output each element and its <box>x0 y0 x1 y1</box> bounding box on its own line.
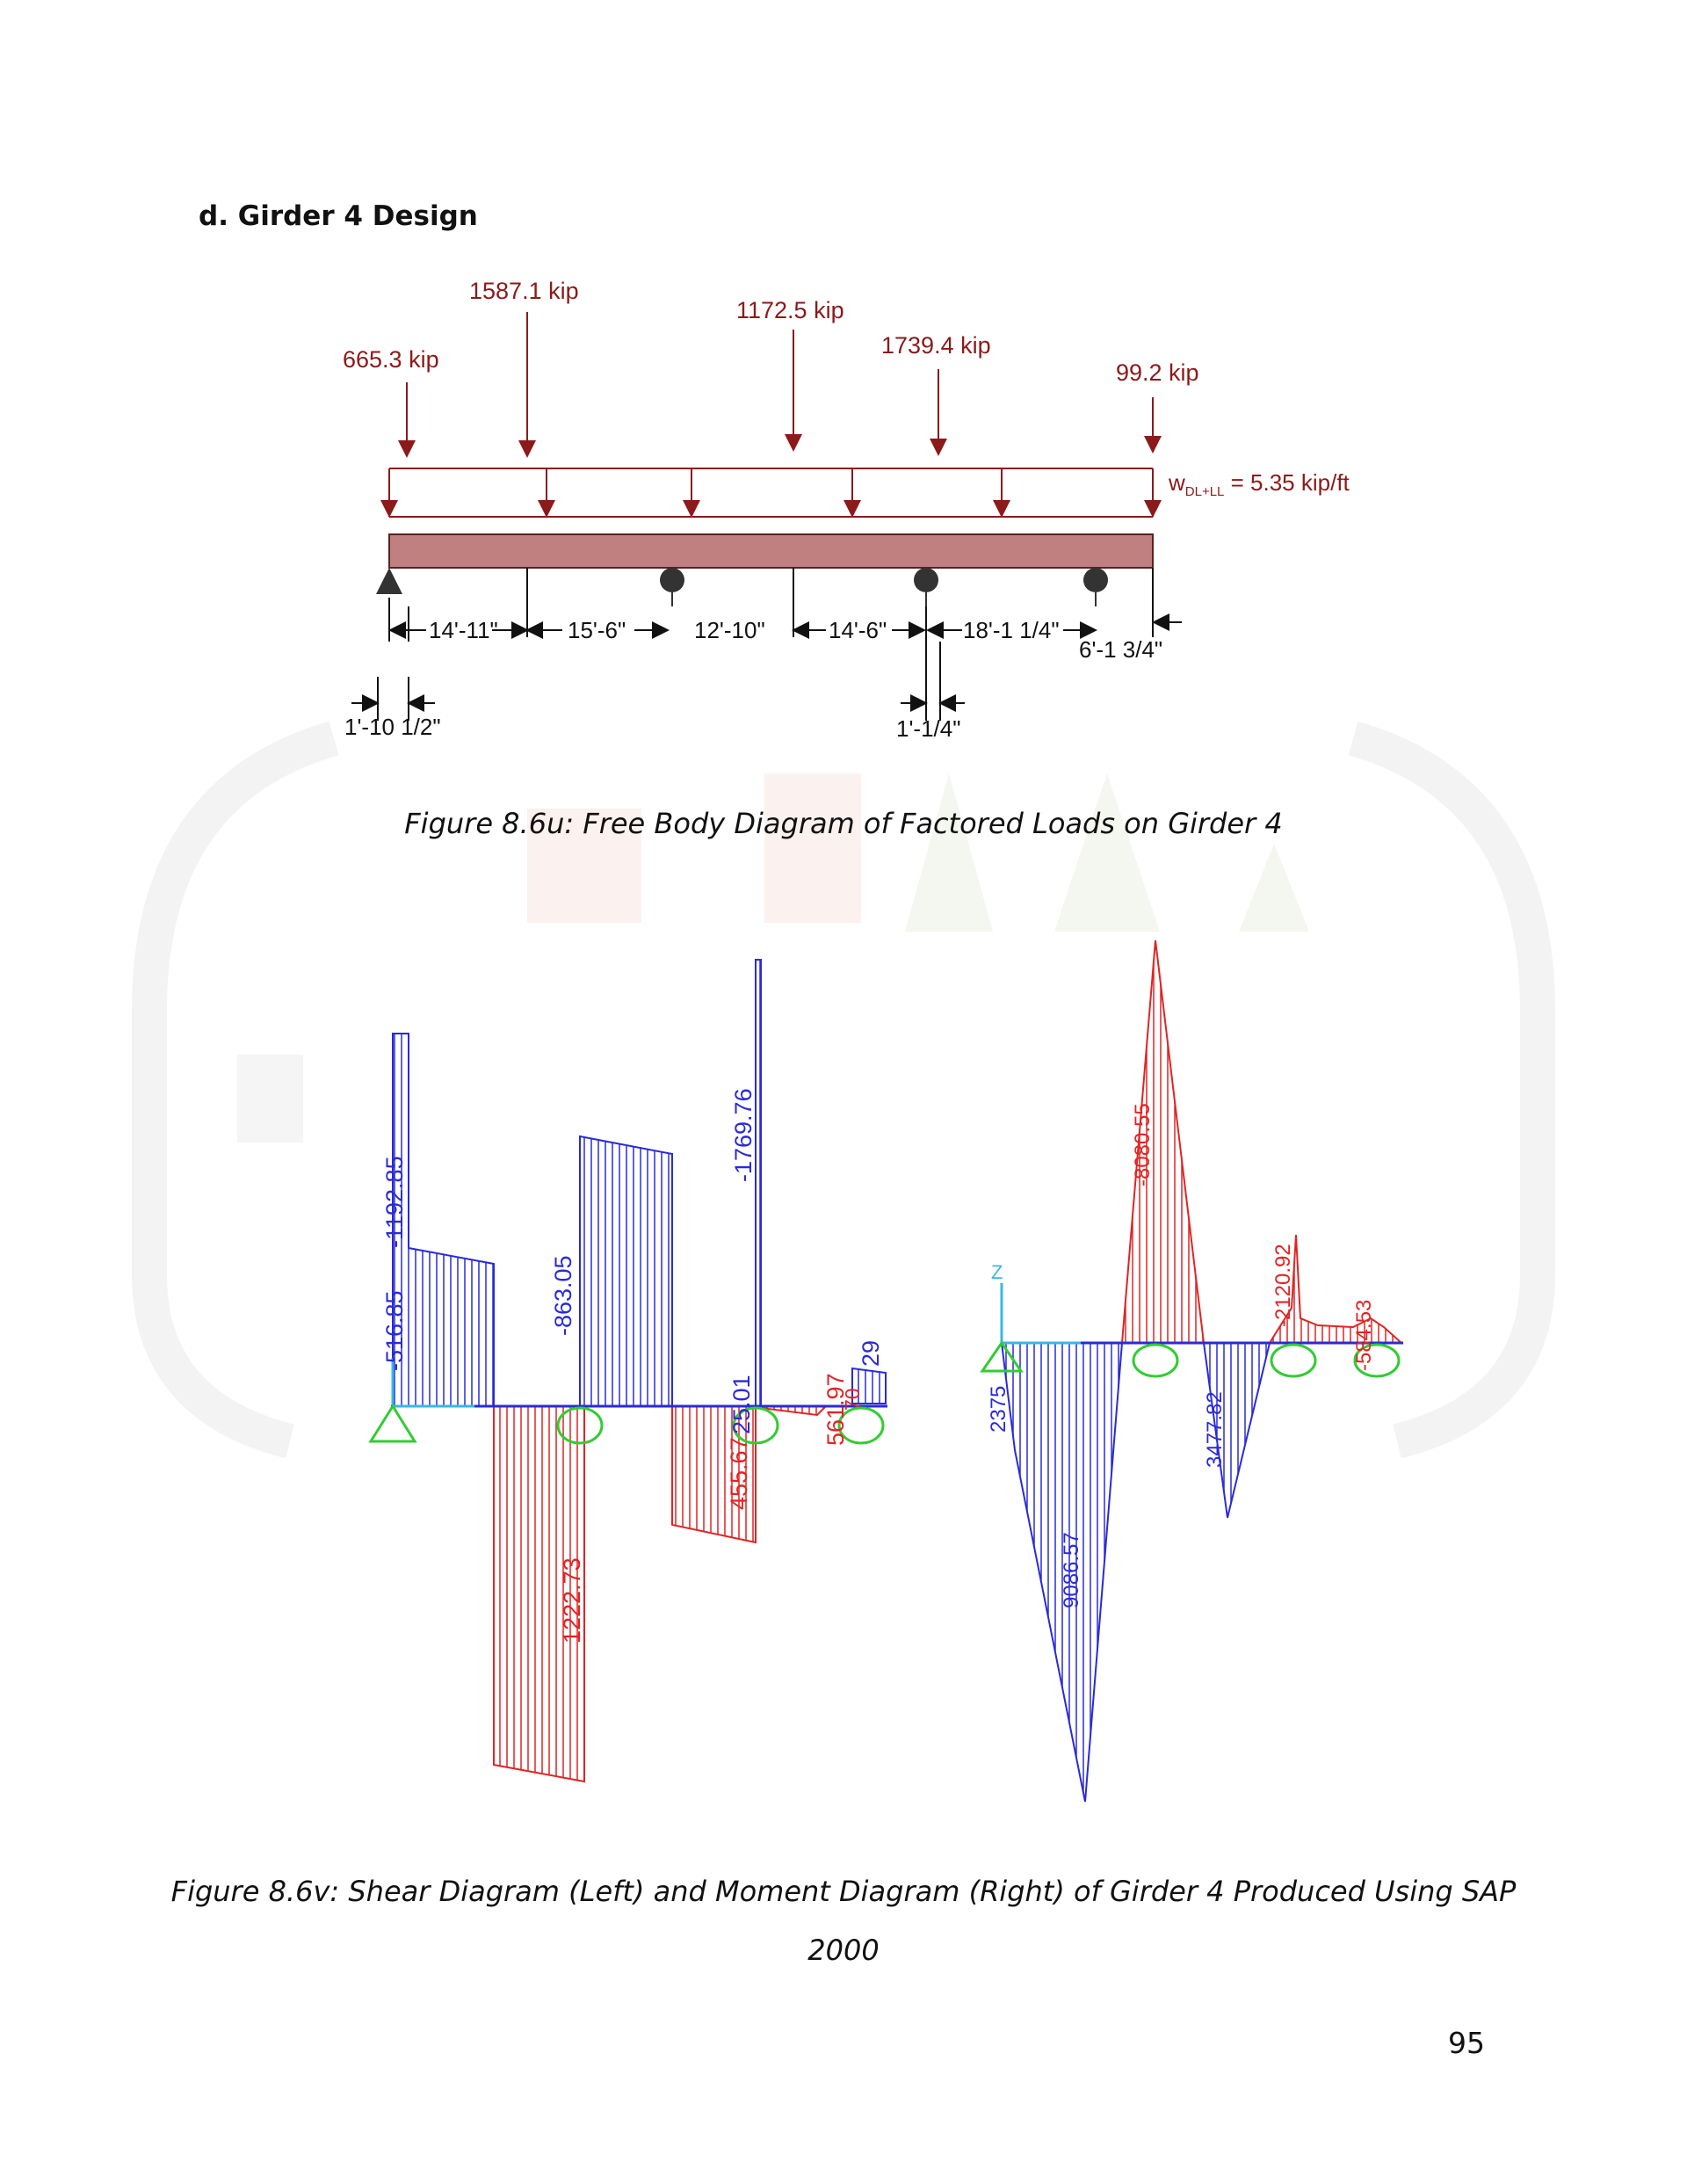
shear-label: 455.67 <box>726 1437 752 1510</box>
pin-support <box>368 1404 417 1443</box>
dimension-label: 1'-1/4" <box>896 715 960 742</box>
figure-caption-u: Figure 8.6u: Free Body Diagram of Factor… <box>404 807 1283 840</box>
roller-support <box>1132 1343 1179 1378</box>
shear-label: -516.85 <box>381 1290 408 1371</box>
z-axis-label: Z <box>991 1261 1003 1283</box>
section-heading: d. Girder 4 Design <box>199 200 478 232</box>
point-load-label: 1587.1 kip <box>469 278 579 304</box>
shear-label: 70 <box>841 1388 864 1411</box>
moment-label: 3477.82 <box>1203 1391 1227 1468</box>
girder-beam <box>388 533 1154 569</box>
dimension-label: 12'-10" <box>694 617 765 643</box>
roller-support <box>1270 1343 1317 1378</box>
moment-label: -2120.92 <box>1271 1244 1295 1327</box>
roller-support <box>1353 1343 1401 1378</box>
roller-support <box>556 1406 604 1445</box>
point-load-label: 665.3 kip <box>343 346 439 373</box>
moment-label: 9086.57 <box>1060 1532 1083 1608</box>
shear-label: -1192.85 <box>381 1156 408 1248</box>
page-number: 95 <box>1448 2026 1485 2060</box>
moment-segment <box>1268 1234 1404 1344</box>
shear-axes <box>391 1358 474 1408</box>
roller-support <box>914 568 938 592</box>
shear-label: 561.97 <box>822 1373 849 1446</box>
point-load-label: 1739.4 kip <box>881 332 991 359</box>
dimension-label: 1'-10 1/2" <box>344 714 441 740</box>
shear-label: 25.01 <box>728 1375 755 1434</box>
shear-segment <box>851 1367 887 1404</box>
moment-axes <box>1000 1283 1081 1345</box>
pin-support <box>376 568 402 594</box>
dimension-label: 15'-6" <box>568 617 626 643</box>
dimension-label: 14'-6" <box>829 617 887 643</box>
distributed-load-label: wDL+LL = 5.35 kip/ft <box>1168 469 1350 499</box>
shear-label: -863.05 <box>550 1255 576 1336</box>
moment-label: -8080.55 <box>1131 1103 1155 1186</box>
pin-support <box>980 1340 1024 1373</box>
roller-support <box>660 568 684 592</box>
roller-support <box>1083 568 1108 592</box>
point-load-label: 1172.5 kip <box>736 297 844 323</box>
roller-support <box>837 1406 885 1445</box>
shear-label: -1769.76 <box>730 1088 757 1182</box>
shear-label: 29 <box>858 1340 884 1367</box>
roller-support <box>732 1406 779 1445</box>
shear-label: 1222.73 <box>559 1557 585 1643</box>
dimension-label: 6'-1 3/4" <box>1079 636 1162 663</box>
point-load-label: 99.2 kip <box>1116 359 1199 386</box>
moment-label: -584.53 <box>1352 1300 1376 1371</box>
dimension-label: 18'-1 1/4" <box>963 617 1060 643</box>
figure-caption-v-continued: 2000 <box>807 1934 880 1967</box>
dimension-label: 14'-11" <box>429 617 498 643</box>
moment-label: 2375 <box>987 1386 1010 1433</box>
figure-caption-v: Figure 8.6v: Shear Diagram (Left) and Mo… <box>170 1875 1517 1908</box>
